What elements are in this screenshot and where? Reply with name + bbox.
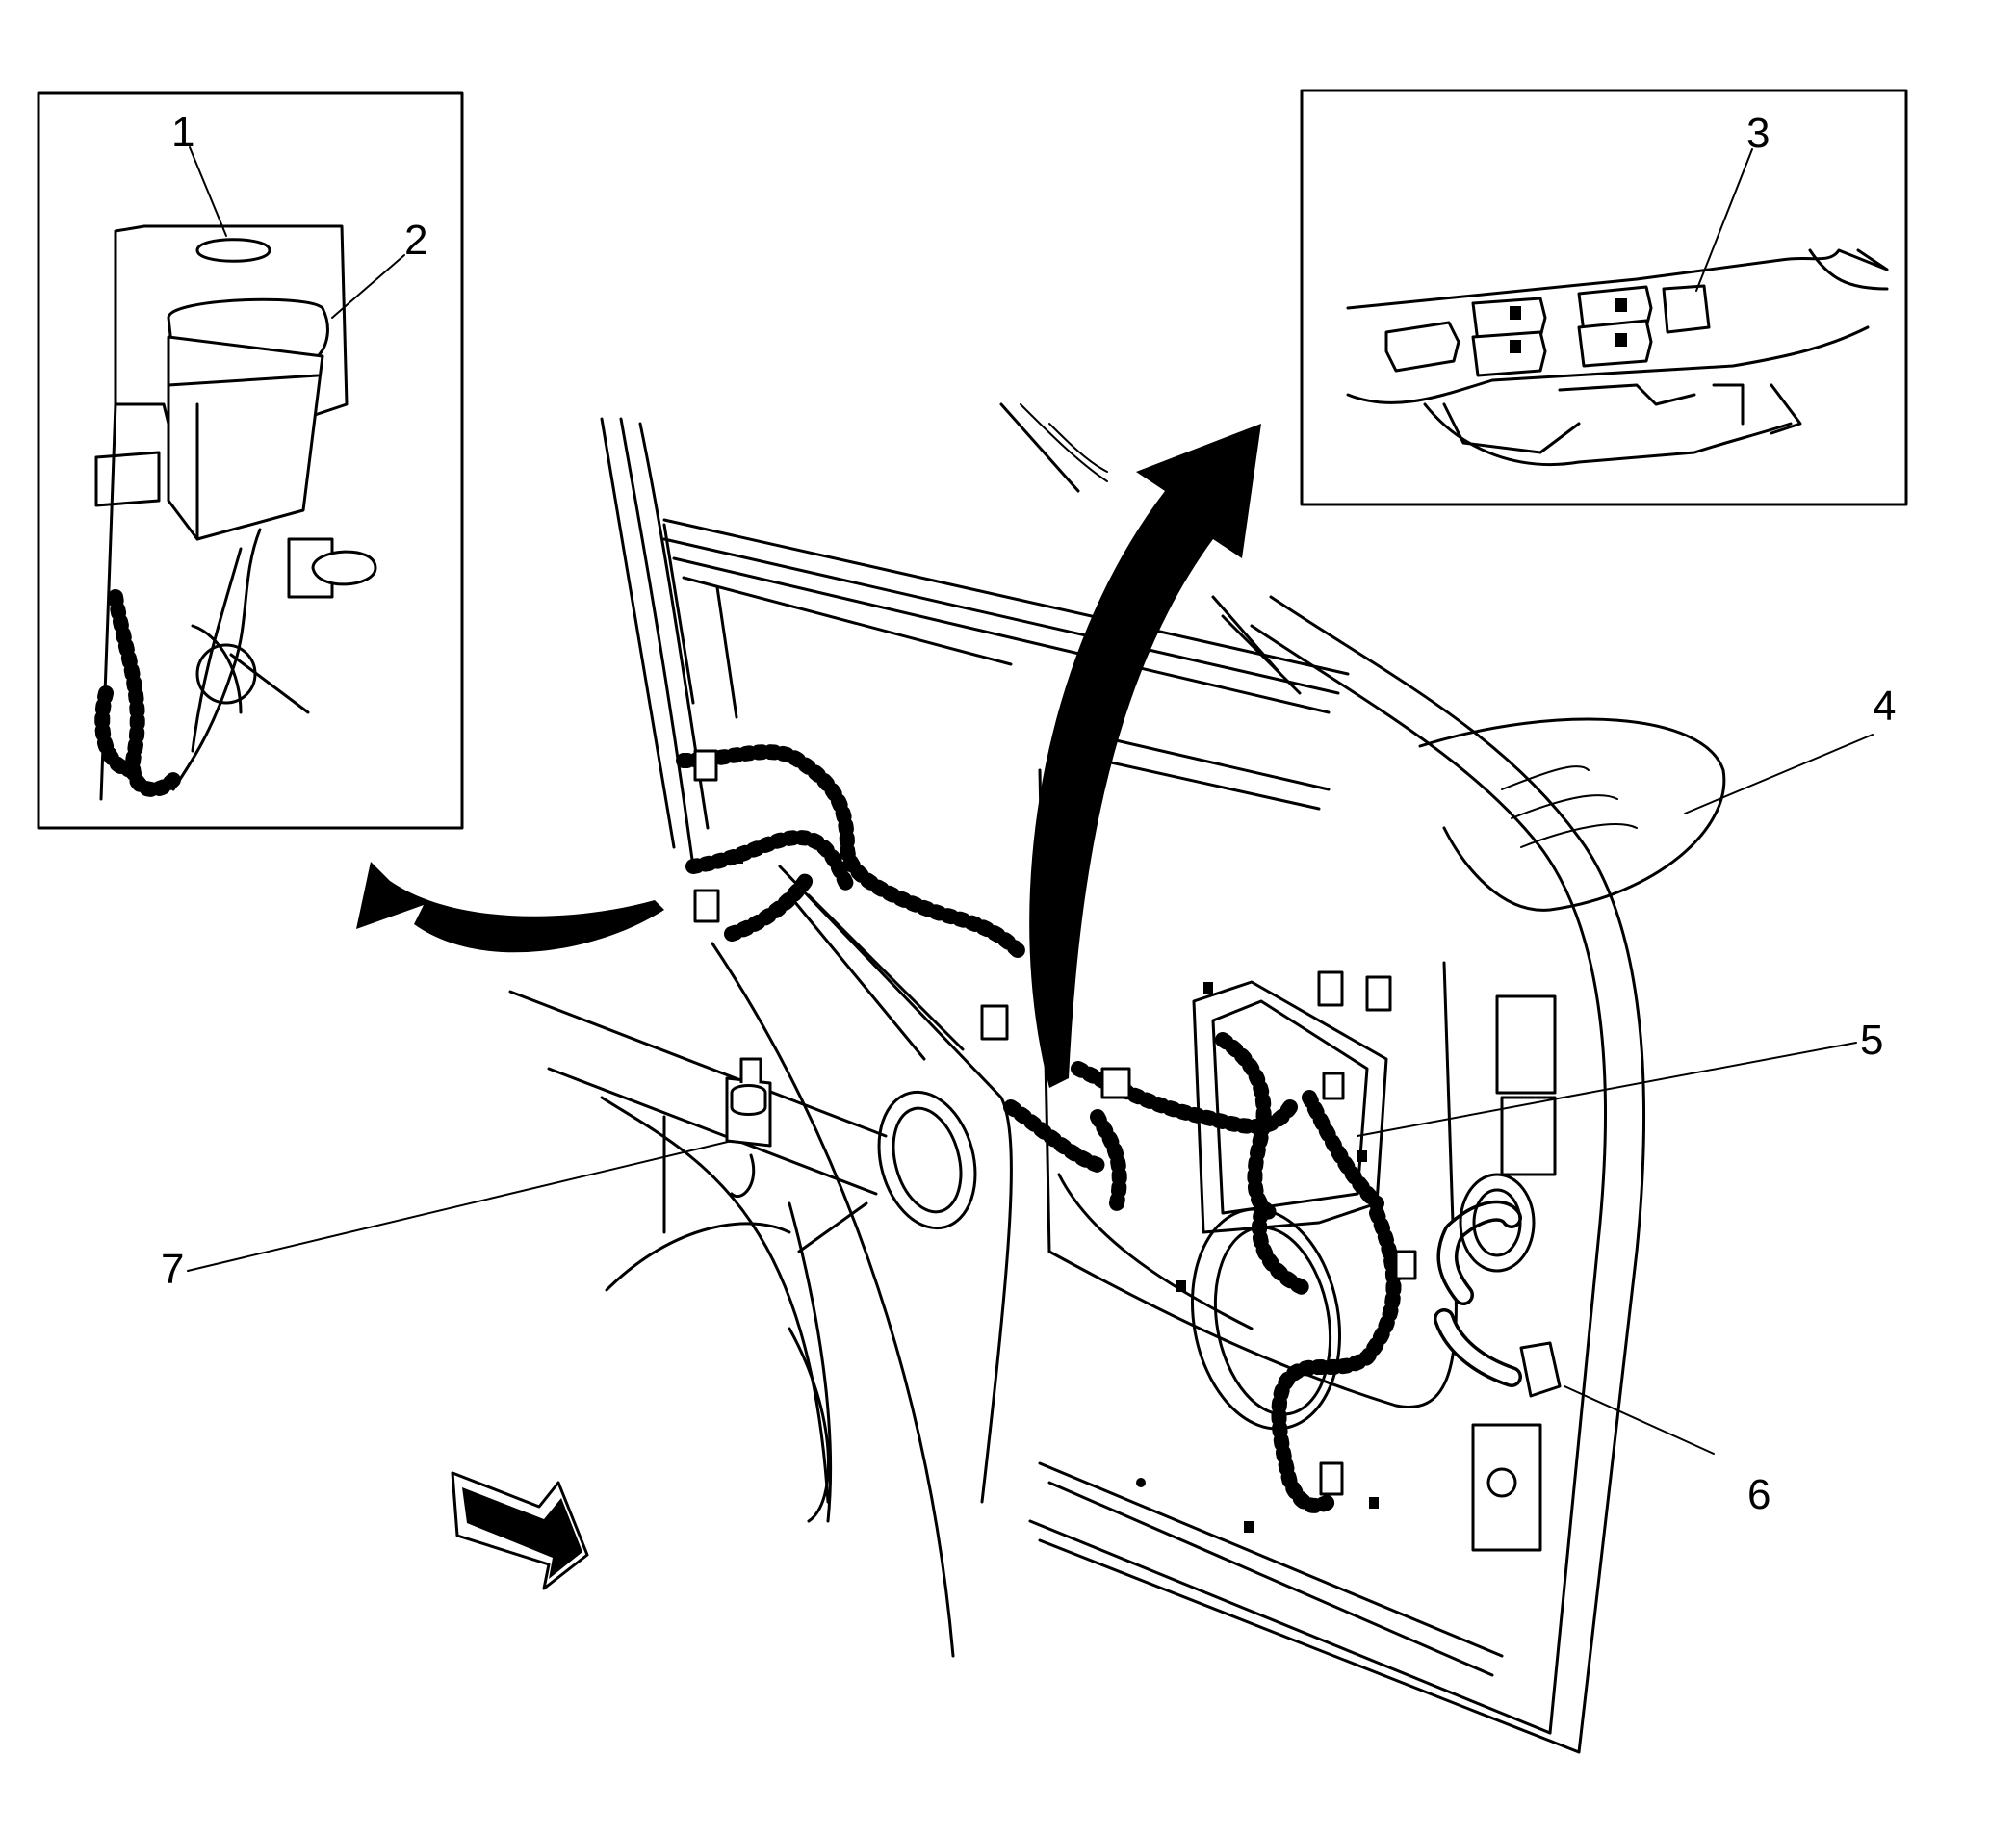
callout-4: 4 (1873, 683, 1896, 730)
curved-arrow-left (356, 862, 664, 953)
forward-direction-arrow (451, 1471, 589, 1590)
inset-left-detail (37, 91, 464, 830)
curved-arrow-up (1020, 403, 1261, 1088)
inset-right-detail (1300, 89, 1908, 506)
callout-leaders (187, 734, 1874, 1455)
curved-arrow-icon-2 (1029, 424, 1261, 1088)
callout-5: 5 (1860, 1017, 1883, 1064)
callout-7: 7 (161, 1246, 184, 1293)
callout-1: 1 (171, 109, 194, 156)
curved-arrow-icon (356, 862, 664, 953)
callout-2: 2 (404, 217, 427, 264)
door-assembly (508, 402, 1726, 1754)
callout-labels: 1 2 3 4 5 6 7 (161, 109, 1896, 1518)
callout-3: 3 (1746, 110, 1770, 157)
callout-6: 6 (1747, 1471, 1770, 1518)
